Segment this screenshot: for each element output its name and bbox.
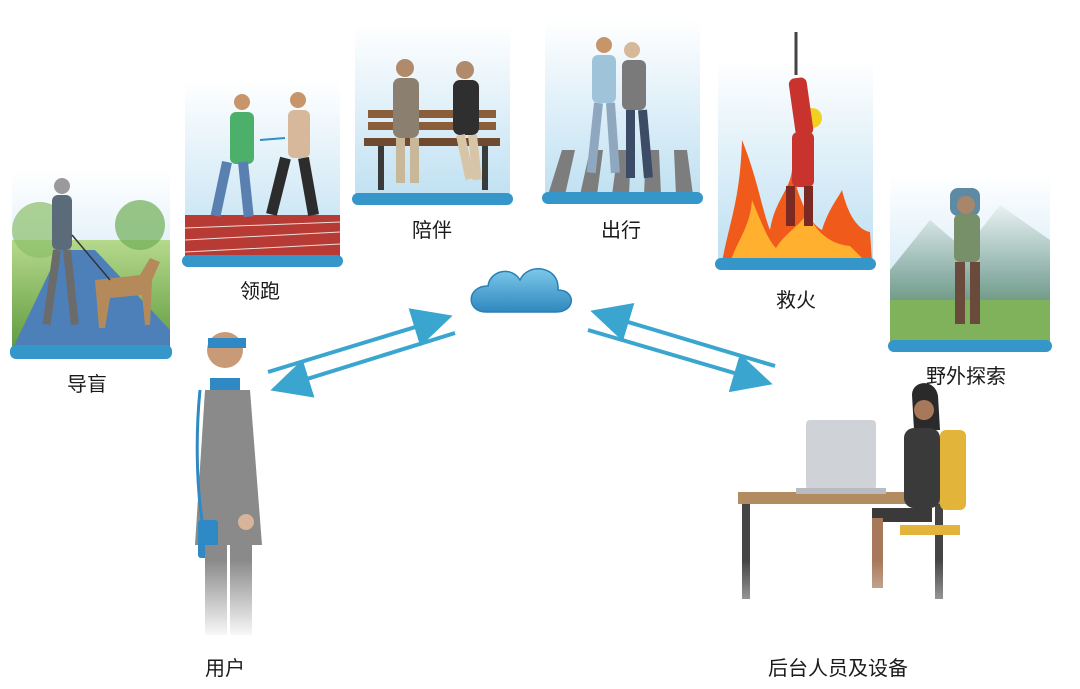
card-companion <box>352 25 513 205</box>
label-travel: 出行 <box>601 218 641 242</box>
label-pacer: 领跑 <box>240 279 280 303</box>
arrow-cloud-to-user <box>270 331 456 398</box>
card-guide-blind <box>10 170 172 359</box>
label-outdoor: 野外探索 <box>926 364 1006 388</box>
card-travel <box>542 20 703 204</box>
card-outdoor <box>888 175 1052 352</box>
card-pacer <box>182 80 343 267</box>
label-firefighting: 救火 <box>776 288 816 312</box>
arrows <box>267 303 776 398</box>
label-user: 用户 <box>205 656 245 680</box>
card-firefighting <box>715 32 876 270</box>
arrow-operator-to-cloud <box>590 303 776 368</box>
label-guide-blind: 导盲 <box>67 372 107 396</box>
user-figure <box>180 332 280 640</box>
operator-figure <box>720 383 980 650</box>
cloud-icon <box>470 268 572 313</box>
label-operator: 后台人员及设备 <box>768 656 908 680</box>
label-companion: 陪伴 <box>412 218 452 242</box>
